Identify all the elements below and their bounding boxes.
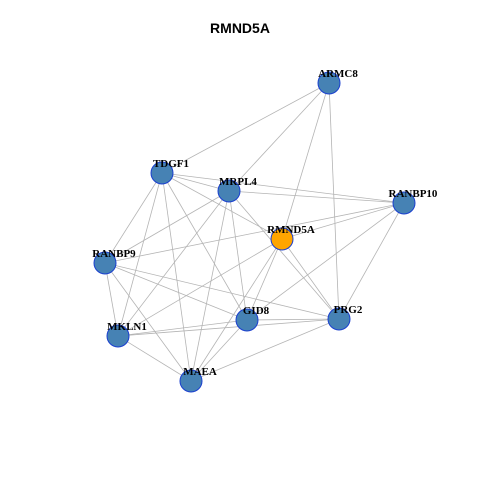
edge-tdgf1-ranbp9	[104, 172, 163, 264]
edge-tdgf1-ranbp10	[161, 172, 405, 204]
edge-gid8-prg2	[246, 318, 340, 321]
node-circle-armc8	[317, 71, 341, 95]
node-circle-mrpl4	[217, 179, 241, 203]
node-maea: MAEA	[179, 366, 217, 393]
node-ranbp10: RANBP10	[389, 188, 438, 215]
edge-ranbp10-prg2	[338, 202, 405, 320]
edge-armc8-prg2	[328, 82, 340, 320]
edge-mrpl4-mkln1	[117, 190, 230, 337]
edge-maea-prg2	[190, 318, 340, 382]
edge-mrpl4-ranbp10	[228, 190, 405, 204]
edge-rmnd5a-prg2	[281, 238, 340, 320]
edge-mrpl4-prg2	[228, 190, 340, 320]
node-label-ranbp10: RANBP10	[389, 188, 438, 200]
node-circle-tdgf1	[150, 161, 174, 185]
node-ranbp9: RANBP9	[92, 248, 136, 275]
plot-title: RMND5A	[210, 20, 270, 36]
edge-ranbp10-ranbp9	[104, 202, 405, 264]
node-circle-prg2	[327, 307, 351, 331]
node-circle-ranbp9	[93, 251, 117, 275]
node-label-ranbp9: RANBP9	[92, 248, 136, 260]
edge-mkln1-maea	[117, 335, 192, 382]
node-label-gid8: GID8	[243, 305, 270, 317]
edge-armc8-tdgf1	[161, 82, 330, 174]
node-label-maea: MAEA	[183, 366, 217, 378]
edge-tdgf1-mkln1	[117, 172, 163, 337]
node-label-prg2: PRG2	[334, 304, 363, 316]
edge-tdgf1-maea	[161, 172, 192, 382]
edge-armc8-mrpl4	[228, 82, 330, 192]
edge-armc8-rmnd5a	[281, 82, 330, 240]
node-prg2: PRG2	[327, 304, 363, 331]
edge-gid8-maea	[190, 319, 248, 382]
node-mrpl4: MRPL4	[217, 176, 257, 203]
node-mkln1: MKLN1	[106, 321, 147, 348]
edge-ranbp9-mkln1	[104, 262, 119, 337]
edge-tdgf1-mrpl4	[161, 172, 230, 192]
node-label-rmnd5a: RMND5A	[267, 224, 315, 236]
node-circle-ranbp10	[392, 191, 416, 215]
edge-mkln1-prg2	[117, 318, 340, 337]
edge-gid8-mkln1	[117, 319, 248, 337]
edge-rmnd5a-mkln1	[117, 238, 283, 337]
node-label-mkln1: MKLN1	[107, 321, 147, 333]
edges-layer	[104, 82, 405, 382]
node-label-mrpl4: MRPL4	[219, 176, 257, 188]
edge-ranbp9-gid8	[104, 262, 248, 321]
edge-mrpl4-maea	[190, 190, 230, 382]
edge-mrpl4-ranbp9	[104, 190, 230, 264]
edge-ranbp10-gid8	[246, 202, 405, 321]
edge-ranbp9-prg2	[104, 262, 340, 320]
node-tdgf1: TDGF1	[150, 158, 189, 185]
node-label-tdgf1: TDGF1	[153, 158, 189, 170]
edge-rmnd5a-maea	[190, 238, 283, 382]
edge-ranbp9-maea	[104, 262, 192, 382]
node-rmnd5a: RMND5A	[267, 224, 315, 251]
node-circle-rmnd5a	[270, 227, 294, 251]
node-armc8: ARMC8	[317, 68, 358, 95]
node-label-armc8: ARMC8	[318, 68, 358, 80]
edge-rmnd5a-gid8	[246, 238, 283, 321]
node-gid8: GID8	[235, 305, 270, 332]
node-circle-maea	[179, 369, 203, 393]
edge-tdgf1-rmnd5a	[161, 172, 283, 240]
node-circle-gid8	[235, 308, 259, 332]
edge-tdgf1-gid8	[161, 172, 248, 321]
node-circle-mkln1	[106, 324, 130, 348]
edge-mrpl4-gid8	[228, 190, 248, 321]
edge-ranbp10-rmnd5a	[281, 202, 405, 240]
